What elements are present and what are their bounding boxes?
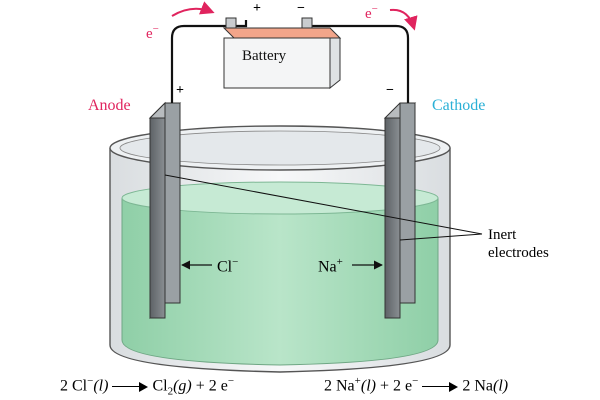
electron-label-left: e− <box>146 23 159 42</box>
electron-label-right: e− <box>365 3 378 22</box>
anode-sign: + <box>176 83 184 98</box>
battery-terminal-positive <box>225 17 237 29</box>
inert-electrodes-line2: electrodes <box>488 245 549 261</box>
molten-liquid <box>121 198 439 366</box>
electron-arrow-right <box>389 8 418 31</box>
battery-side <box>329 37 341 90</box>
anode-electrode <box>148 101 182 319</box>
chloride-ion-label: Cl− <box>217 256 239 276</box>
cathode-label: Cathode <box>432 97 486 114</box>
liquid-surface <box>121 181 439 215</box>
beaker <box>109 125 451 373</box>
sodium-ion-label: Na+ <box>318 256 343 276</box>
electron-arrow-left <box>171 1 215 17</box>
cathode-electrode <box>383 102 417 319</box>
battery-terminal-negative <box>301 17 313 29</box>
anode-label: Anode <box>88 97 131 114</box>
cathode-sign: − <box>386 83 394 98</box>
battery-minus-sign: − <box>297 1 305 16</box>
inert-electrodes-label: Inert electrodes <box>488 226 549 262</box>
beaker-rim-inner <box>119 130 441 166</box>
battery-top <box>222 27 342 39</box>
cathode-half-reaction: 2 Na+(l) + 2 e−2 Na(l) <box>324 375 509 395</box>
battery-front <box>223 37 331 89</box>
pointer-cathode <box>399 233 483 241</box>
battery-label: Battery <box>242 48 287 64</box>
pointer-anode <box>164 174 483 235</box>
reaction-arrow <box>422 381 459 392</box>
anode-half-reaction: 2 Cl−(l)Cl2(g) + 2 e− <box>60 375 235 398</box>
battery <box>222 17 342 90</box>
battery-plus-sign: + <box>253 1 261 16</box>
inert-electrodes-line1: Inert <box>488 227 517 243</box>
reaction-arrow <box>112 381 149 392</box>
